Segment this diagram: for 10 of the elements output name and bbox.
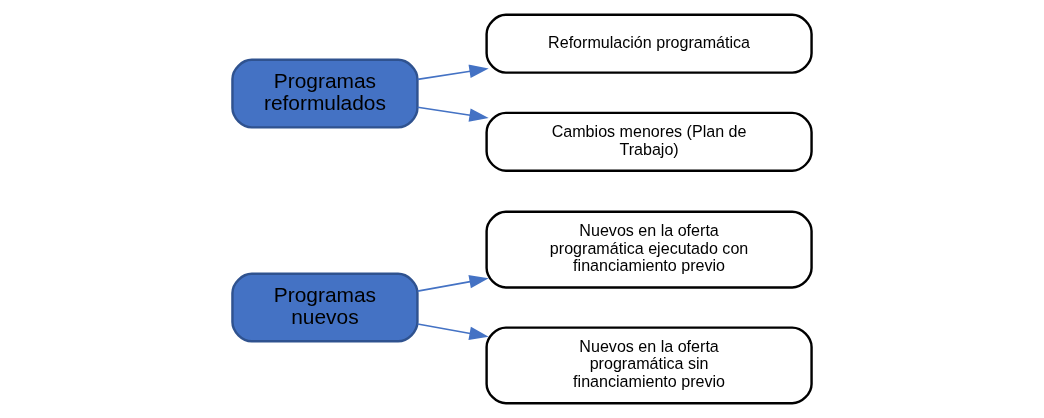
node-box: Programas reformulados [231,58,419,129]
arrow [416,275,489,292]
arrow [416,106,489,122]
node-box: Cambios menores (Plan de Trabajo) [485,111,813,172]
node-box: Programas nuevos [231,272,419,343]
node-box: Nuevos en la oferta programática ejecutado con financiamiento previo [485,210,813,289]
arrow [416,323,489,341]
node-box: Nuevos en la oferta programática sin financiamiento previo [485,326,813,405]
node-box: Reformulación programática [485,13,813,74]
arrow [416,64,489,81]
